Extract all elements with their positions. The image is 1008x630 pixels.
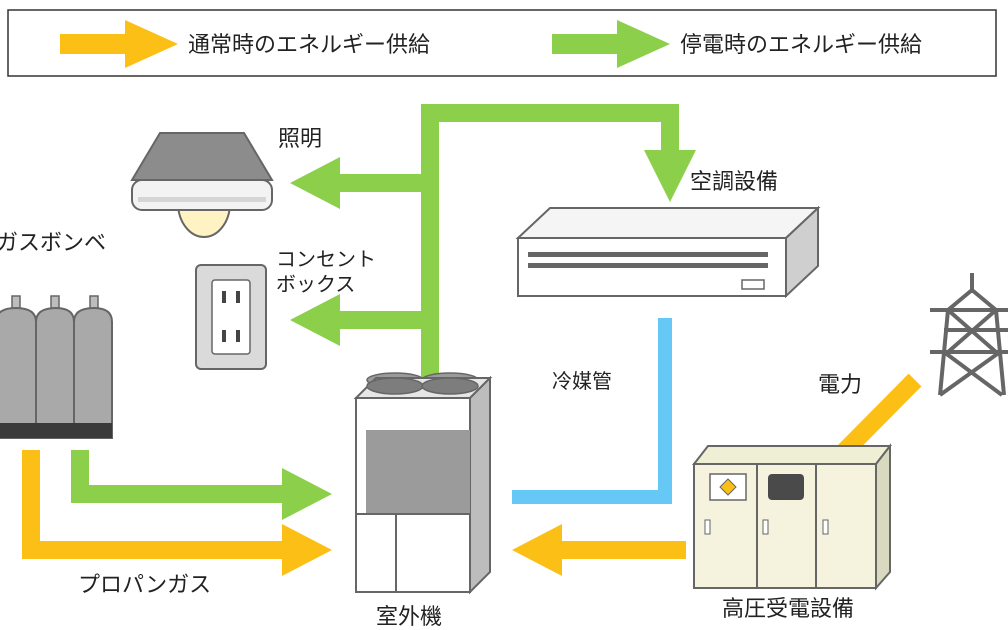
refrigerant-pipe [512,318,672,504]
air-conditioner-label: 空調設備 [690,170,778,195]
outdoor-unit-label: 室外機 [376,605,442,626]
legend-outage-label: 停電時のエネルギー供給 [680,33,922,58]
outage-line-outdoor-to-ac [421,104,679,390]
outage-arrow-to-outlet [290,294,340,346]
ceiling-lamp-icon [130,132,274,238]
normal-arrow-to-outdoor [282,524,332,576]
substation-label: 高圧受電設備 [722,597,854,622]
gas-cylinder-icon [0,295,113,439]
legend: 通常時のエネルギー供給 停電時のエネルギー供給 [7,9,997,77]
outage-arrow-to-ac [644,150,696,202]
power-outlet-icon [195,264,267,370]
transmission-tower-icon [930,273,1008,397]
refrigerant-pipe-label: 冷媒管 [552,369,612,393]
substation-cabinet-icon [691,443,893,591]
outage-arrow-to-outdoor [282,468,332,520]
normal-line-substation-to-outdoor [556,541,686,559]
outage-line-to-outlet [332,311,430,329]
outdoor-unit-icon [353,372,493,595]
outage-supply-flows [71,104,696,520]
outlet-box-label-line1: コンセント [276,247,376,271]
outage-arrow-to-lighting [290,157,340,209]
air-conditioner-icon [515,205,821,299]
normal-line-gas-to-outdoor [22,450,290,559]
outage-line-to-lighting [332,174,430,192]
power-label: 電力 [818,373,862,398]
propane-gas-label: プロパンガス [78,573,211,598]
outlet-box-label-line2: ボックス [276,272,355,296]
lighting-label: 照明 [278,127,322,152]
legend-outage-arrow [552,20,670,68]
legend-normal-arrow [60,20,178,68]
legend-normal-label: 通常時のエネルギー供給 [188,33,430,58]
outage-line-gas-to-outdoor [71,450,290,503]
normal-arrow-from-substation [512,524,562,576]
gas-cylinder-label: ガスボンベ [0,231,106,256]
